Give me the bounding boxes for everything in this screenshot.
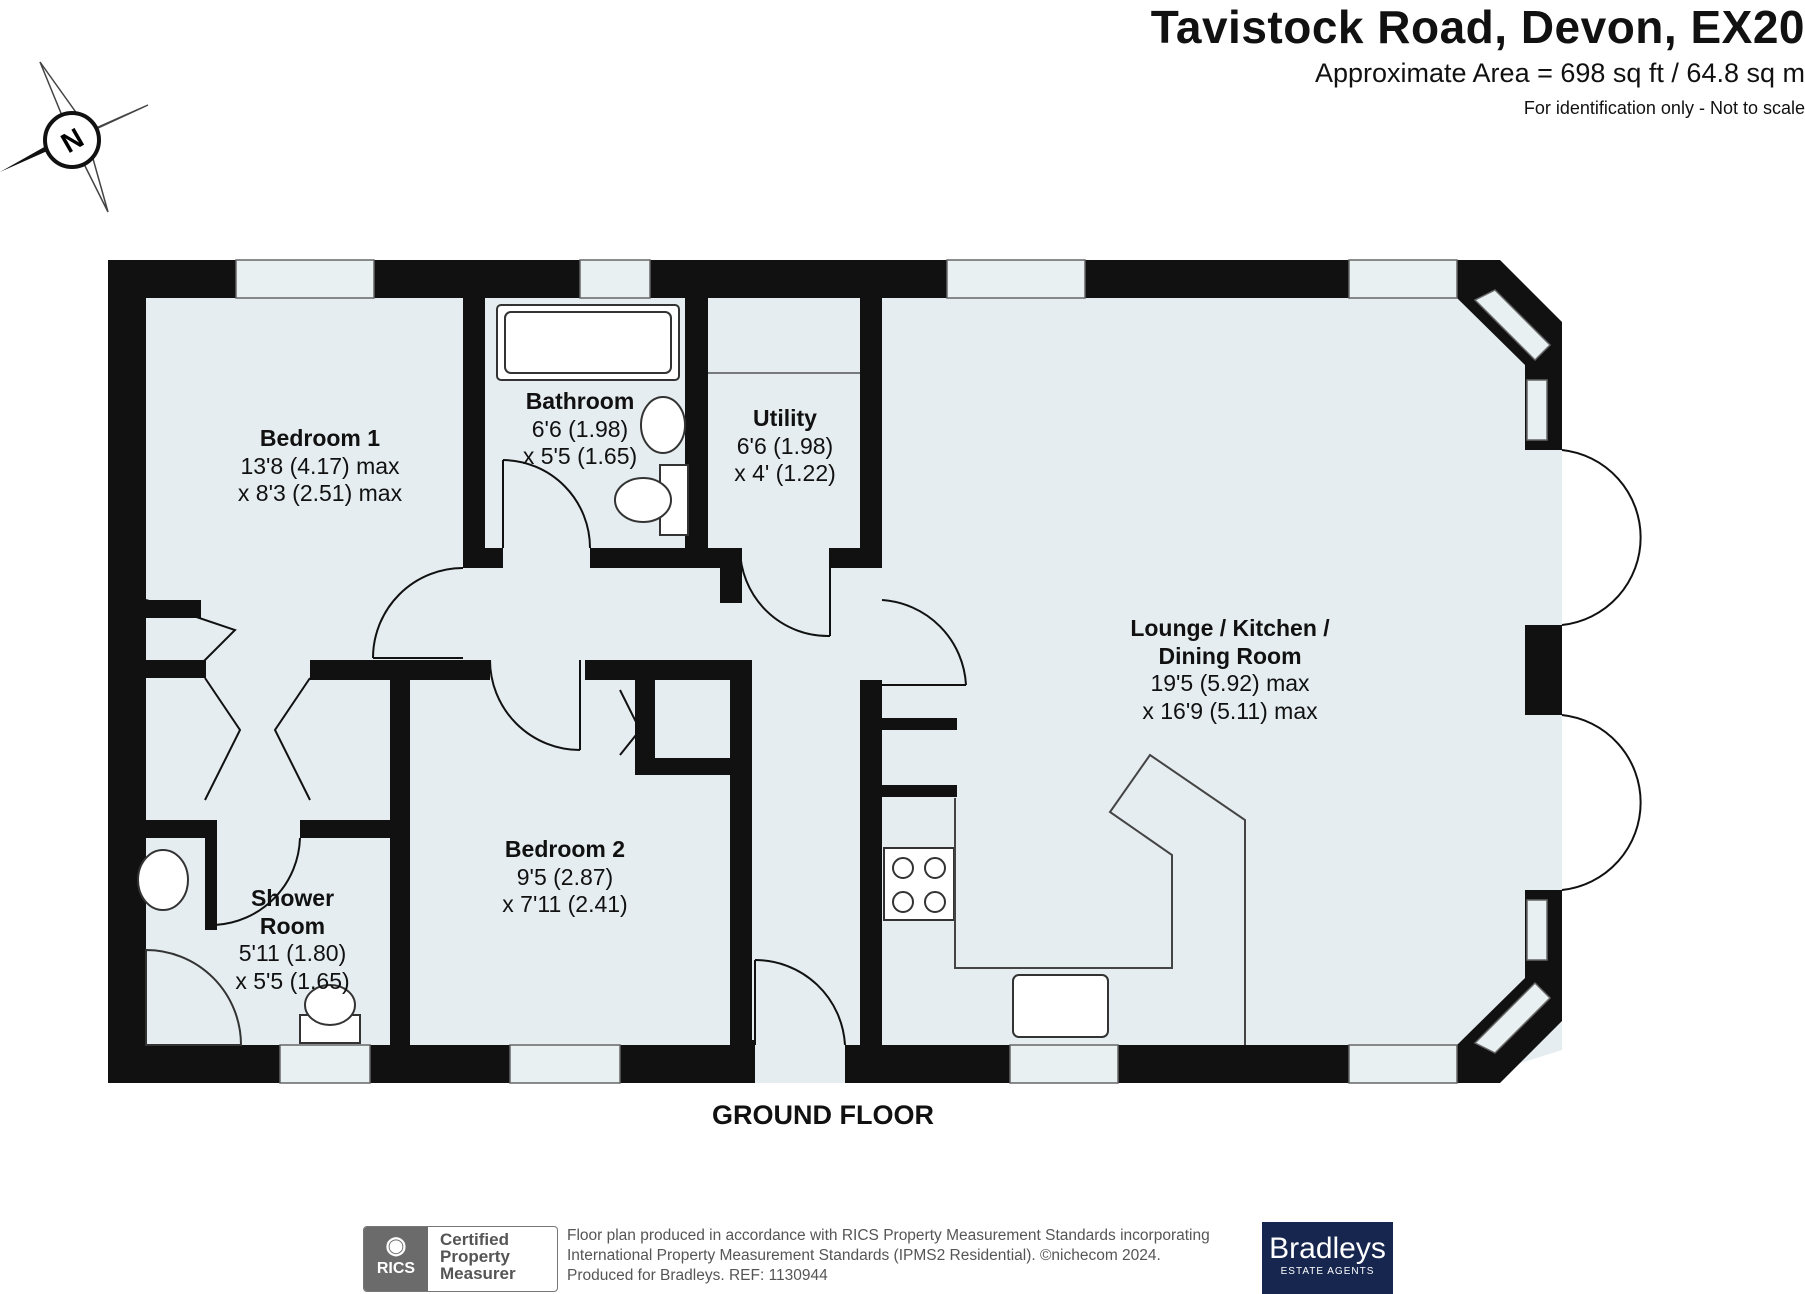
rics-badge: ◉ RICS Certified Property Measurer <box>363 1226 558 1292</box>
kitchen-worktop <box>954 753 1246 1045</box>
room-name: Shower <box>250 885 335 911</box>
hob-icon <box>883 847 955 921</box>
room-dim: 19'5 (5.92) max <box>1150 670 1310 697</box>
room-dim: x 8'3 (2.51) max <box>237 480 403 507</box>
windows <box>235 259 1548 1084</box>
floor-label: GROUND FLOOR <box>712 1100 934 1130</box>
identification-note: For identification only - Not to scale <box>1523 98 1805 118</box>
property-title: Tavistock Road, Devon, EX20 <box>1150 1 1805 53</box>
room-dim: 5'11 (1.80) <box>238 940 347 967</box>
room-dim: 13'8 (4.17) max <box>240 452 400 479</box>
brand-name: Bradleys <box>1269 1232 1386 1265</box>
bradleys-logo: Bradleys ESTATE AGENTS <box>1262 1222 1393 1294</box>
room-utility: Utility 6'6 (1.98) x 4' (1.22) <box>710 405 860 488</box>
doors <box>145 449 1642 1046</box>
room-name: Lounge / Kitchen / <box>1130 615 1330 641</box>
room-name: Room <box>259 912 326 939</box>
room-shower-room: Shower Room 5'11 (1.80) x 5'5 (1.65) <box>215 885 370 995</box>
basin-icon <box>640 396 686 454</box>
room-name: Bathroom <box>525 388 635 414</box>
compass-icon: N <box>0 61 149 213</box>
approximate-area: Approximate Area = 698 sq ft / 64.8 sq m <box>1314 58 1805 88</box>
footer-note: Floor plan produced in accordance with R… <box>567 1226 1257 1286</box>
rics-mark-text: RICS <box>376 1260 416 1277</box>
footer-line: Produced for Bradleys. REF: 1130944 <box>567 1267 828 1285</box>
room-bathroom: Bathroom 6'6 (1.98) x 5'5 (1.65) <box>490 388 670 471</box>
room-dim: x 16'9 (5.11) max <box>1142 697 1318 724</box>
room-dim: x 7'11 (2.41) <box>502 891 628 918</box>
room-name: Dining Room <box>1158 642 1302 669</box>
room-dim: x 4' (1.22) <box>734 460 836 487</box>
rics-text: Certified <box>440 1230 509 1249</box>
shower-basin-icon <box>137 849 189 911</box>
room-dim: x 5'5 (1.65) <box>522 443 638 470</box>
room-lounge-kitchen-dining: Lounge / Kitchen / Dining Room 19'5 (5.9… <box>1090 615 1370 725</box>
room-dim: 6'6 (1.98) <box>736 432 834 459</box>
rics-logo: ◉ RICS <box>364 1227 428 1291</box>
footer-line: International Property Measurement Stand… <box>567 1247 1161 1265</box>
room-name: Utility <box>753 405 817 431</box>
rics-text: Property <box>440 1247 510 1266</box>
room-dim: x 5'5 (1.65) <box>235 967 350 994</box>
shower-tray-icon <box>145 948 243 1046</box>
sink-icon <box>1012 974 1109 1038</box>
interior-walls <box>146 298 957 1083</box>
footer-line: Floor plan produced in accordance with R… <box>567 1227 1210 1244</box>
rics-text: Measurer <box>440 1264 516 1283</box>
lion-icon: ◉ <box>385 1232 407 1259</box>
room-bedroom-1: Bedroom 1 13'8 (4.17) max x 8'3 (2.51) m… <box>200 425 440 508</box>
brand-subtitle: ESTATE AGENTS <box>1280 1266 1375 1277</box>
room-name: Bedroom 1 <box>259 425 381 451</box>
room-name: Bedroom 2 <box>504 836 626 862</box>
room-dim: 9'5 (2.87) <box>516 863 614 890</box>
fixtures <box>137 304 1109 1046</box>
room-bedroom-2: Bedroom 2 9'5 (2.87) x 7'11 (2.41) <box>470 836 660 919</box>
room-dim: 6'6 (1.98) <box>531 415 629 442</box>
